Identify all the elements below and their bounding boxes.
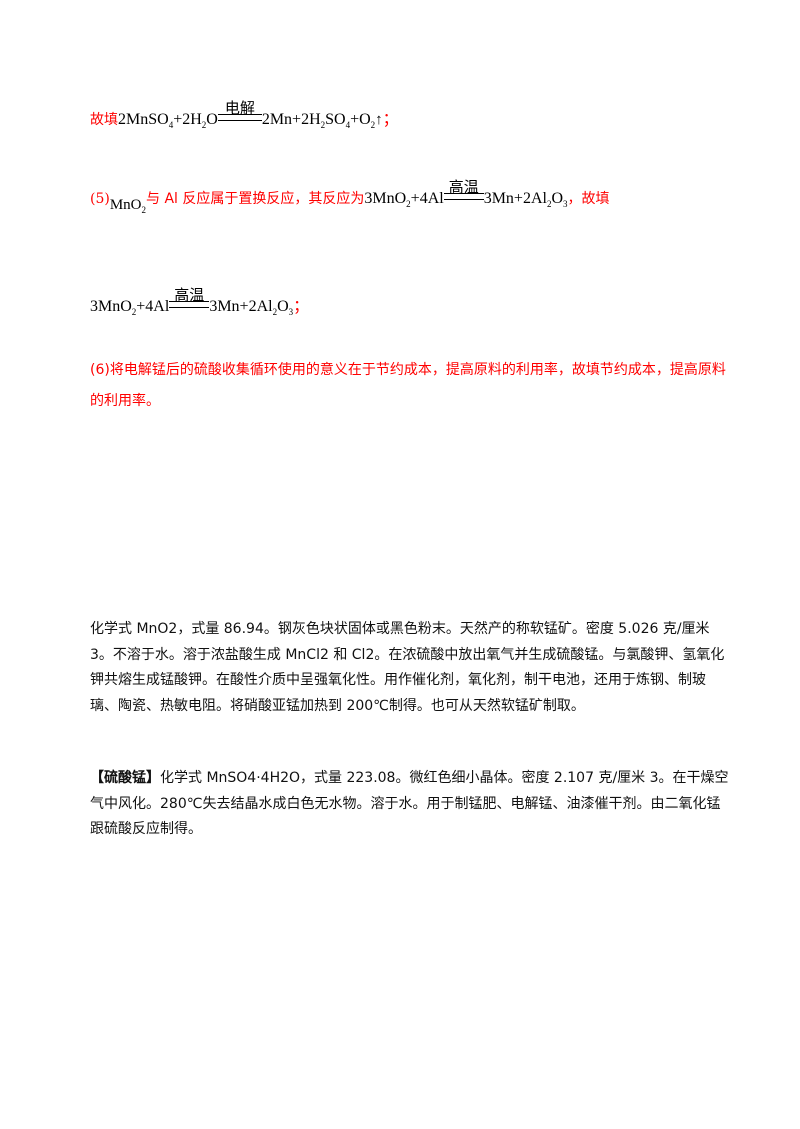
reaction-condition: 高温 [169, 288, 210, 316]
mnso4-title: 【硫酸锰】 [90, 770, 160, 786]
question-number: (5) [90, 191, 110, 207]
answer-6-paragraph: (6)将电解锰后的硫酸收集循环使用的意义在于节约成本，提高原料的利用率，故填节约… [90, 362, 726, 409]
answer-prefix: 故填 [90, 112, 118, 128]
mno2-note: 化学式 MnO2，式量 86.94。钢灰色块状固体或黑色粉末。天然产的称软锰矿。… [90, 621, 725, 714]
reaction-description: 与 Al 反应属于置换反应，其反应为 [146, 191, 365, 207]
compound-mno2: MnO2 [109, 197, 147, 215]
reaction-condition: 高温 [443, 180, 484, 208]
reaction-condition: 电解 [217, 101, 262, 129]
mnso4-text: 化学式 MnSO4·4H2O，式量 223.08。微红色细小晶体。密度 2.10… [90, 770, 729, 837]
answer-prefix: ，故填 [567, 191, 610, 207]
answer-suffix: ； [382, 109, 399, 128]
gas-arrow-icon: ↑ [375, 112, 383, 128]
mnso4-note: 【硫酸锰】化学式 MnSO4·4H2O，式量 223.08。微红色细小晶体。密度… [90, 766, 730, 843]
answer-suffix: ； [293, 296, 310, 315]
